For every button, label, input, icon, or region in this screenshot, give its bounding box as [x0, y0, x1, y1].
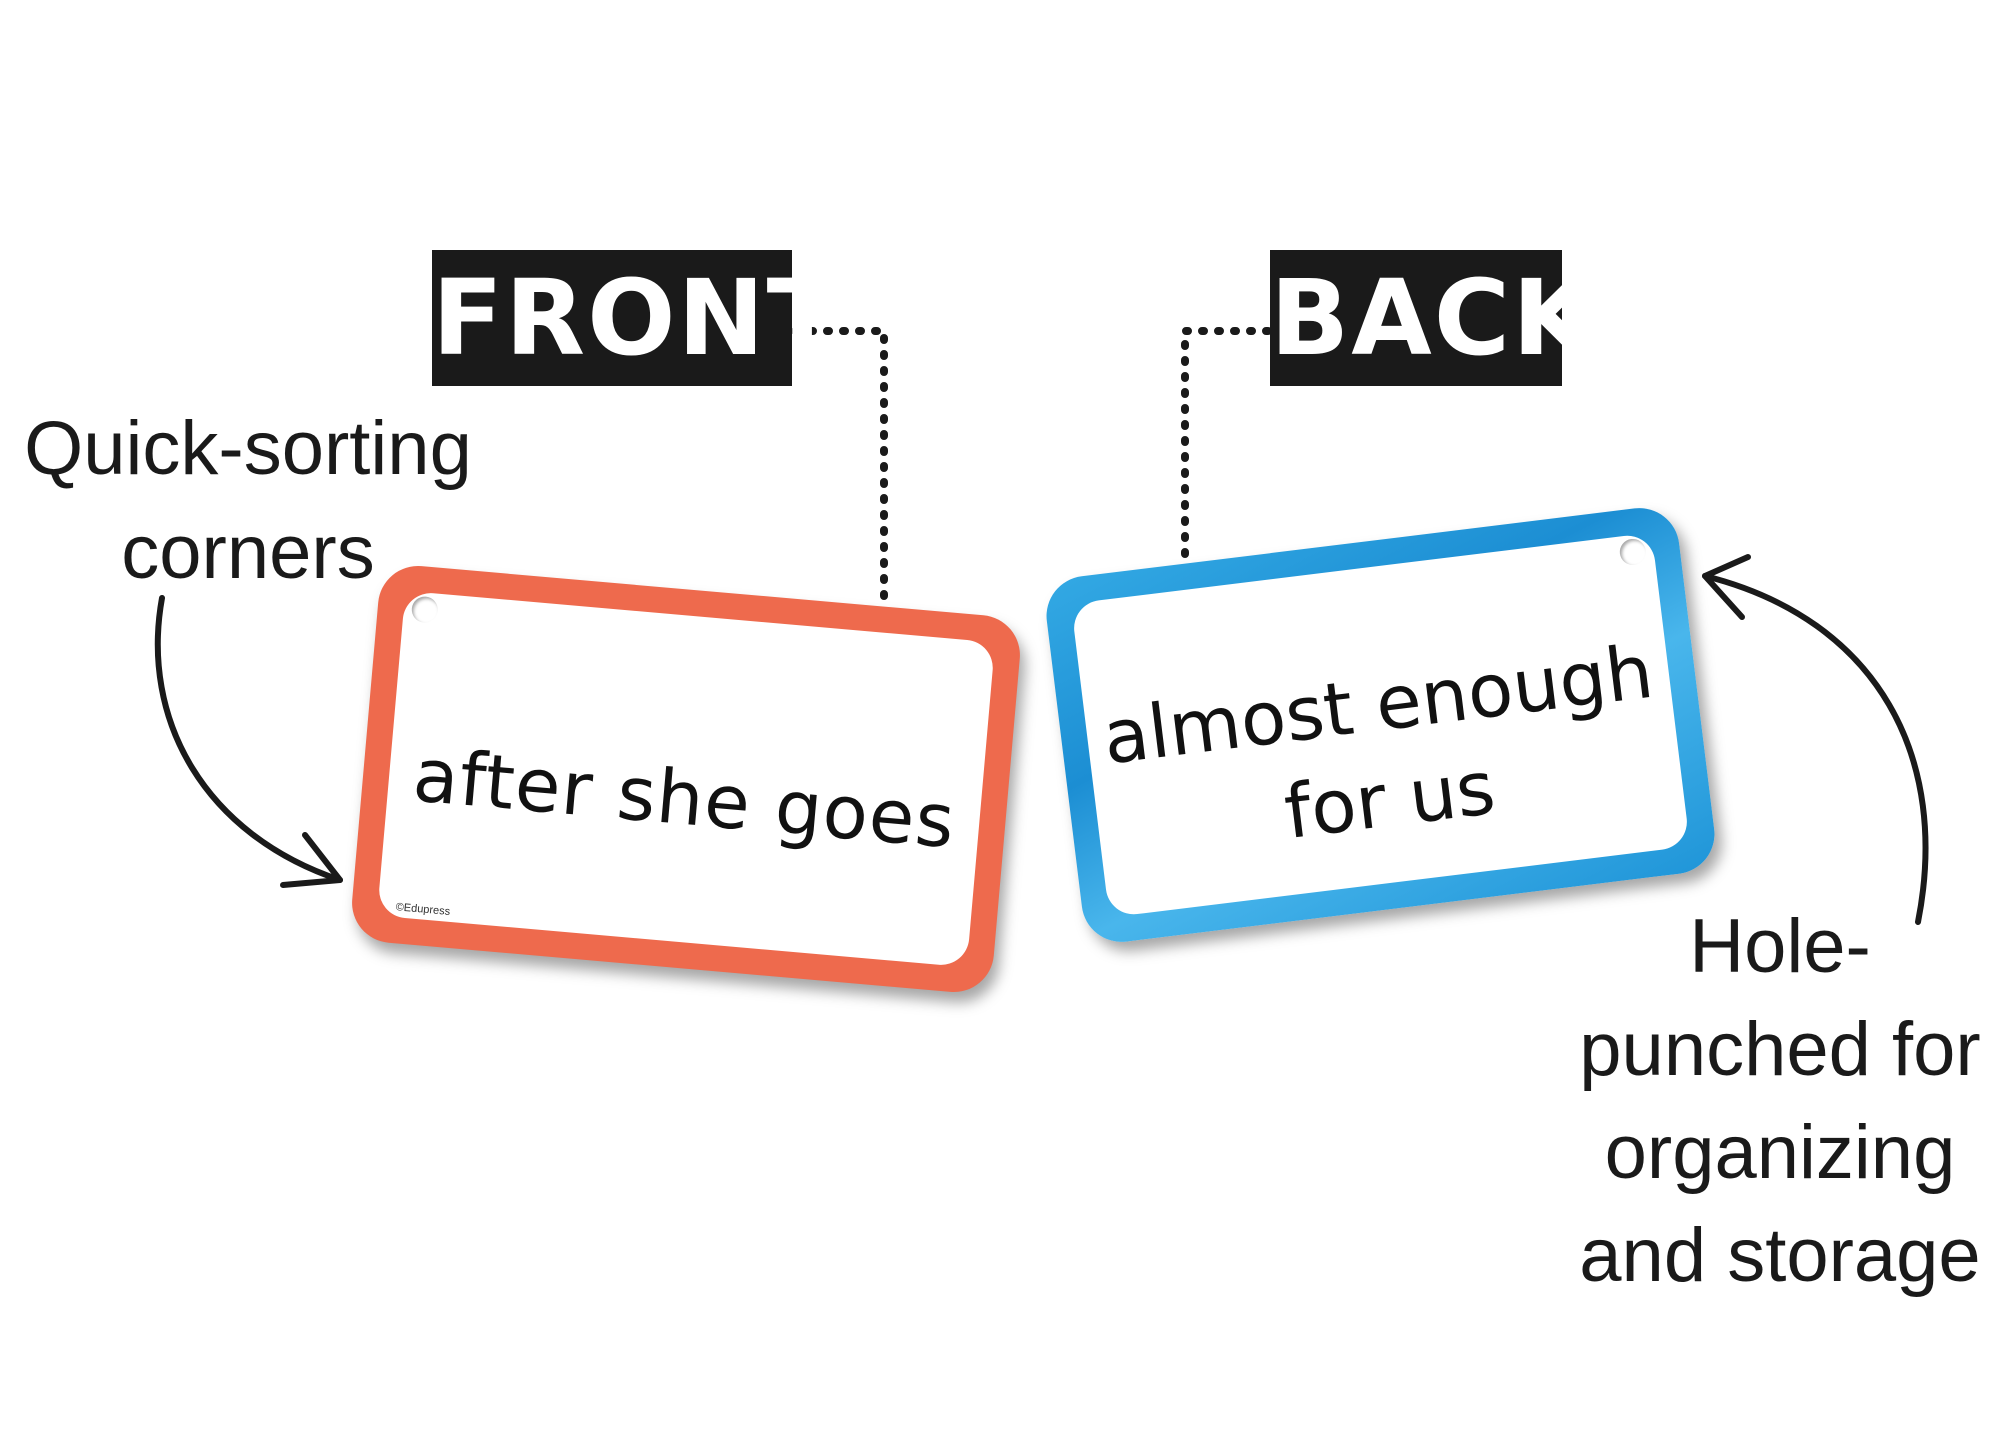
- callout-line: punched for: [1579, 1007, 1981, 1092]
- front-label: FRONT: [432, 250, 838, 386]
- back-card-phrase: almost enough for us: [1082, 622, 1686, 884]
- back-label: BACK: [1270, 250, 1593, 386]
- callout-line: corners: [121, 510, 375, 595]
- copyright-mark: ©Edupress: [395, 901, 451, 918]
- hole-arrow-head: [1702, 554, 1751, 620]
- front-card-phrase: after she goes: [409, 732, 959, 866]
- front-flash-card: after she goes ©Edupress: [348, 562, 1024, 996]
- hole-arrow: [1702, 573, 1929, 925]
- quick-sorting-corners-callout: Quick-sorting corners: [8, 397, 488, 605]
- front-card-face: after she goes ©Edupress: [376, 590, 996, 968]
- back-dotted-connector: [1181, 327, 1272, 564]
- hole-punched-callout: Hole- punched for organizing and storage: [1560, 895, 2000, 1307]
- front-dotted-connector: [791, 327, 888, 604]
- callout-line: Quick-sorting: [24, 406, 472, 491]
- back-card-face: almost enough for us: [1070, 532, 1691, 918]
- callout-line: and storage: [1579, 1213, 1981, 1298]
- corners-arrow-head: [280, 832, 343, 888]
- callout-line: Hole-: [1689, 904, 1871, 989]
- callout-line: organizing: [1604, 1110, 1956, 1195]
- back-flash-card: almost enough for us: [1041, 503, 1720, 947]
- corners-arrow: [154, 595, 343, 883]
